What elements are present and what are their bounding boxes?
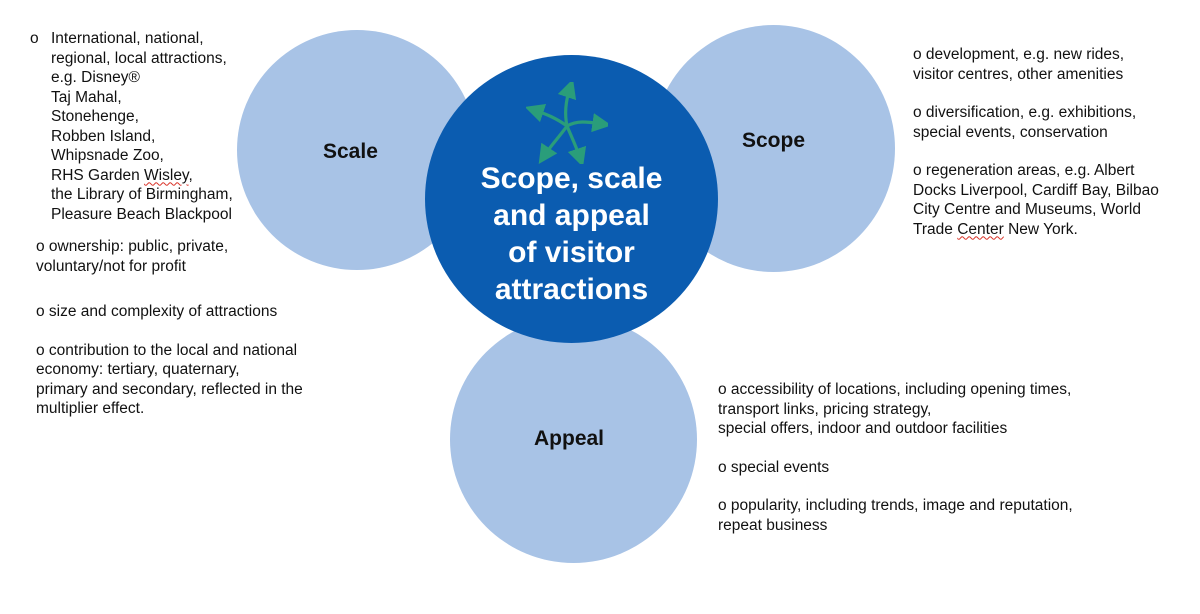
text-line: o regeneration areas, e.g. Albert (913, 162, 1135, 179)
contribution-point: o contribution to the local and national… (36, 341, 303, 419)
text-line: o size and complexity of attractions (36, 303, 278, 320)
text-line: multiplier effect. (36, 400, 145, 417)
text-line: o development, e.g. new rides, (913, 46, 1125, 63)
text-line: o ownership: public, private, (36, 238, 229, 255)
list-item: Whipsnade Zoo, (51, 147, 164, 164)
development-point: o development, e.g. new rides, visitor c… (913, 45, 1159, 84)
list-item-text: RHS Garden Wisley, (51, 166, 193, 184)
scale-bullet-marker: o (30, 30, 39, 47)
center-title-line: attractions (494, 273, 649, 306)
text-line: transport links, pricing strategy, (718, 400, 932, 418)
list-item: the Library of Birmingham, (51, 186, 233, 203)
scope-label: Scope (742, 129, 806, 152)
text-line: repeat business (718, 516, 828, 534)
text-line: special events, conservation (913, 123, 1108, 141)
regeneration-point: o regeneration areas, e.g. Albert Docks … (913, 161, 1159, 239)
scope-details: o development, e.g. new rides, visitor c… (913, 45, 1159, 239)
text-line: City Centre and Museums, World (913, 201, 1141, 218)
diversification-point: o diversification, e.g. exhibitions, spe… (913, 103, 1159, 142)
text-line: special offers, indoor and outdoor facil… (718, 420, 1008, 437)
text-line: o special events (718, 458, 830, 476)
center-title: Scope, scale and appeal of visitor attra… (430, 160, 713, 308)
center-title-line: of visitor (508, 236, 635, 269)
spellcheck-underline: Wisley (144, 166, 189, 184)
list-item: Taj Mahal, (51, 88, 122, 106)
size-point: o size and complexity of attractions (36, 302, 303, 322)
scale-attractions-list: International, national, regional, local… (51, 29, 233, 224)
text-line: economy: tertiary, quaternary, (36, 361, 240, 378)
list-item: International, national, (51, 30, 204, 47)
appeal-circle (450, 316, 697, 563)
list-item: Pleasure Beach Blackpool (51, 205, 232, 223)
text-line: Trade Center New York. (913, 220, 1078, 238)
list-item: regional, local attractions, (51, 49, 227, 67)
list-item: RHS Garden Wisley, (51, 166, 233, 186)
text-line: visitor centres, other amenities (913, 65, 1124, 83)
text-line: o diversification, e.g. exhibitions, (913, 104, 1137, 121)
scale-details: o ownership: public, private, voluntary/… (36, 237, 303, 419)
spellcheck-underline: Center (957, 220, 1004, 238)
ownership-point: o ownership: public, private, voluntary/… (36, 237, 303, 276)
special-events-point: o special events (718, 458, 1073, 478)
text-line: o accessibility of locations, including … (718, 381, 1072, 398)
center-title-line: Scope, scale (480, 162, 663, 195)
list-item: e.g. Disney® (51, 69, 140, 86)
text-line: voluntary/not for profit (36, 257, 186, 275)
center-title-line: and appeal (493, 199, 650, 232)
popularity-point: o popularity, including trends, image an… (718, 496, 1073, 535)
accessibility-point: o accessibility of locations, including … (718, 380, 1073, 439)
scale-label: Scale (323, 140, 378, 163)
appeal-label: Appeal (534, 427, 605, 450)
center-circle (425, 55, 718, 343)
list-item: Robben Island, (51, 127, 156, 145)
text-line: Docks Liverpool, Cardiff Bay, Bilbao (913, 181, 1159, 199)
text-line: primary and secondary, reflected in the (36, 380, 303, 398)
text-line: o popularity, including trends, image an… (718, 497, 1073, 514)
arrows-spread-icon (526, 82, 608, 164)
list-item: Stonehenge, (51, 108, 139, 125)
text-line: o contribution to the local and national (36, 341, 298, 359)
appeal-details: o accessibility of locations, including … (718, 380, 1073, 535)
